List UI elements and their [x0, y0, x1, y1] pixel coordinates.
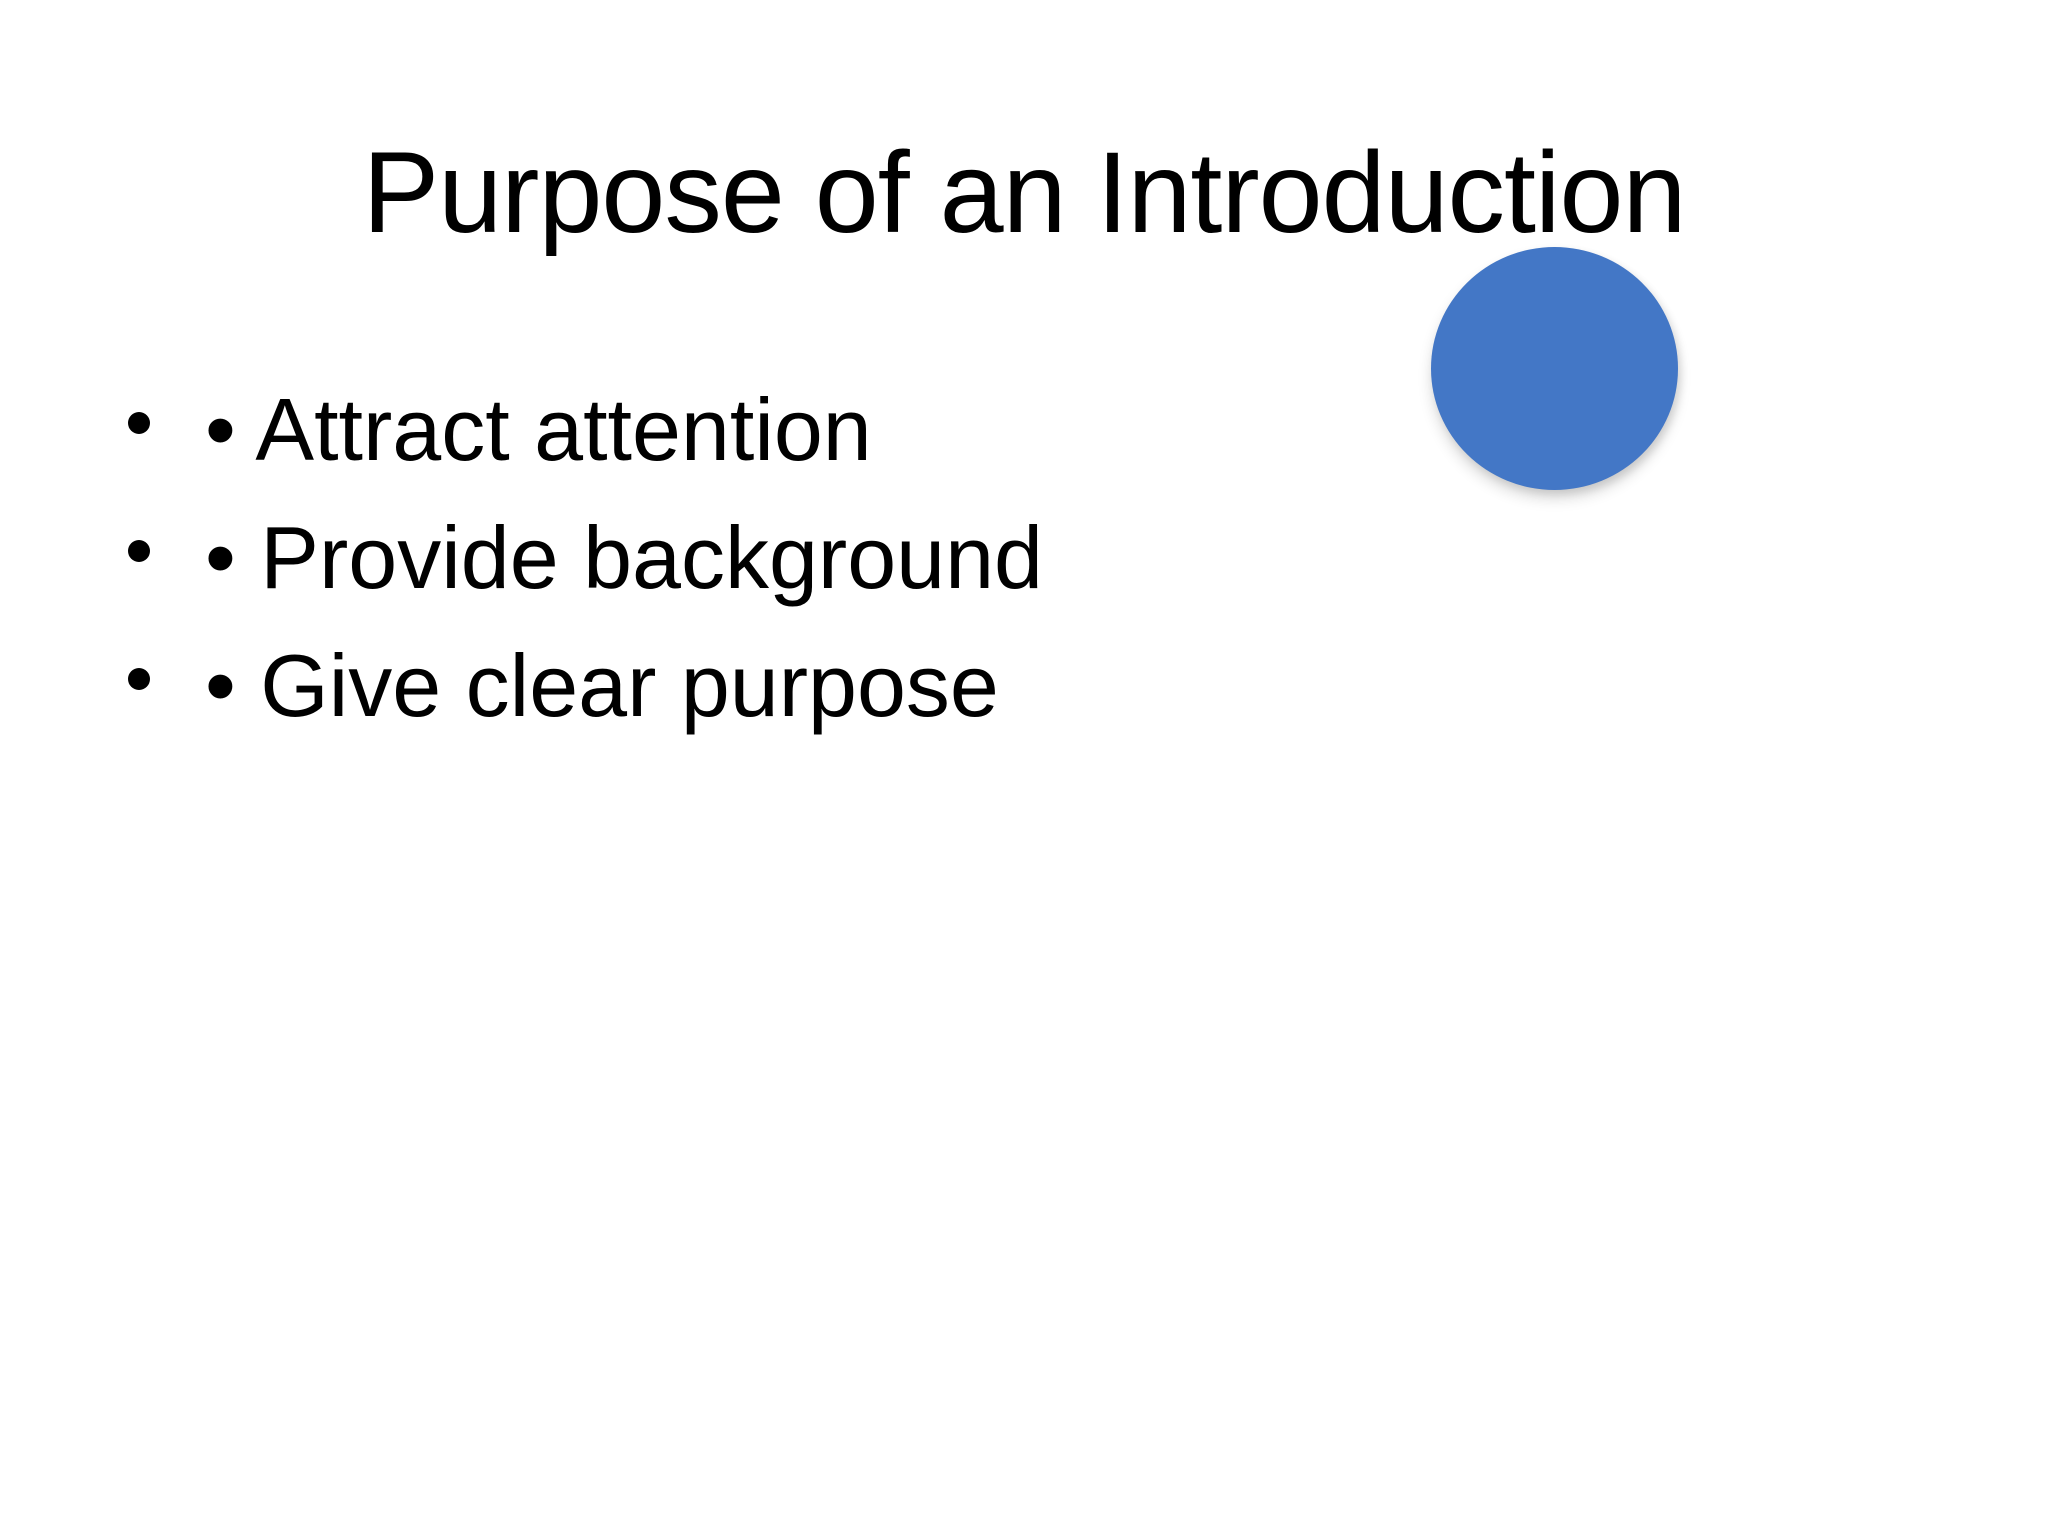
list-item: • Give clear purpose: [0, 622, 1500, 750]
list-item: • Provide background: [0, 494, 1500, 622]
bullet-text: • Provide background: [205, 508, 1043, 607]
bullet-marker-icon: [128, 540, 150, 562]
bullet-marker-icon: [128, 668, 150, 690]
blue-circle-shape: [1431, 247, 1678, 490]
slide-title: Purpose of an Introduction: [362, 129, 1687, 257]
bullet-list: • Attract attention • Provide background…: [0, 366, 1500, 750]
list-item: • Attract attention: [0, 366, 1500, 494]
bullet-marker-icon: [128, 412, 150, 434]
bullet-text: • Attract attention: [205, 380, 872, 479]
bullet-text: • Give clear purpose: [205, 636, 999, 735]
